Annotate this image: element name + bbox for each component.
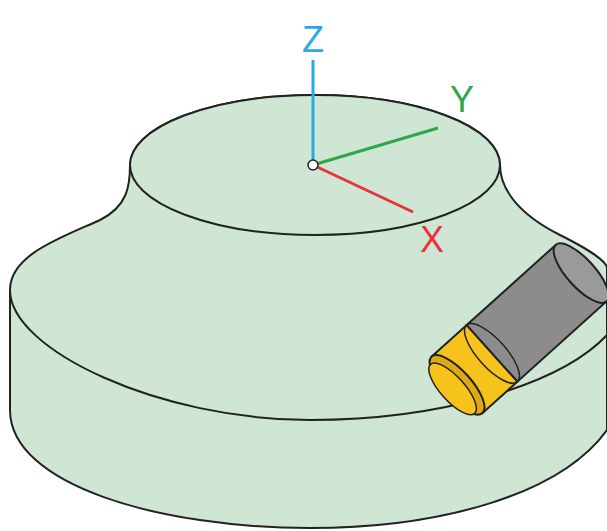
- z-axis: [312, 60, 315, 165]
- axis-label: X: [420, 222, 444, 258]
- origin-point: [308, 160, 318, 170]
- axis-label: Y: [450, 82, 474, 118]
- x-axis: [313, 165, 413, 212]
- y-axis: [313, 128, 438, 165]
- device-body: [10, 95, 607, 528]
- connector-plug: [418, 236, 607, 426]
- top-face: [130, 95, 500, 235]
- axis-label: Z: [302, 22, 324, 58]
